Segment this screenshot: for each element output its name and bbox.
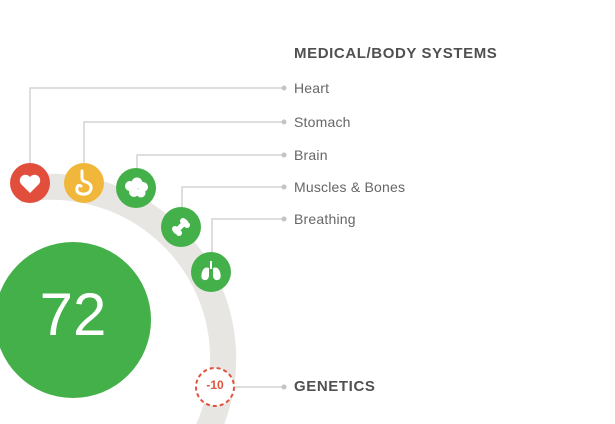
heart-node bbox=[10, 163, 50, 203]
stomach-icon bbox=[75, 169, 93, 196]
system-label-stomach: Stomach bbox=[294, 114, 351, 130]
bone-icon bbox=[172, 218, 190, 236]
system-label-heart: Heart bbox=[294, 80, 330, 96]
connector-dots bbox=[281, 85, 287, 390]
heart-icon bbox=[19, 174, 41, 193]
connector-brain bbox=[136, 154, 282, 176]
connector-muscles bbox=[181, 186, 282, 213]
system-label-muscles-bones: Muscles & Bones bbox=[294, 179, 406, 195]
breathing-node bbox=[191, 252, 231, 292]
brain-node bbox=[116, 168, 156, 208]
connector-lines bbox=[29, 87, 282, 388]
lungs-icon bbox=[201, 261, 221, 281]
stomach-node bbox=[64, 163, 104, 203]
brain-icon bbox=[125, 177, 148, 198]
connector-breathing bbox=[211, 218, 282, 258]
system-label-breathing: Breathing bbox=[294, 211, 356, 227]
genetics-circle bbox=[195, 367, 235, 407]
connector-heart bbox=[29, 87, 282, 167]
genetics-label: GENETICS bbox=[294, 378, 376, 395]
connector-stomach bbox=[83, 121, 282, 168]
ring-divider bbox=[149, 394, 176, 416]
score-value: 72 bbox=[39, 281, 107, 348]
diagram-title: MEDICAL/BODY SYSTEMS bbox=[294, 45, 498, 62]
muscles-node bbox=[161, 207, 201, 247]
genetics-value: -10 bbox=[206, 378, 224, 392]
system-label-brain: Brain bbox=[294, 147, 328, 163]
score-circle bbox=[0, 242, 151, 398]
